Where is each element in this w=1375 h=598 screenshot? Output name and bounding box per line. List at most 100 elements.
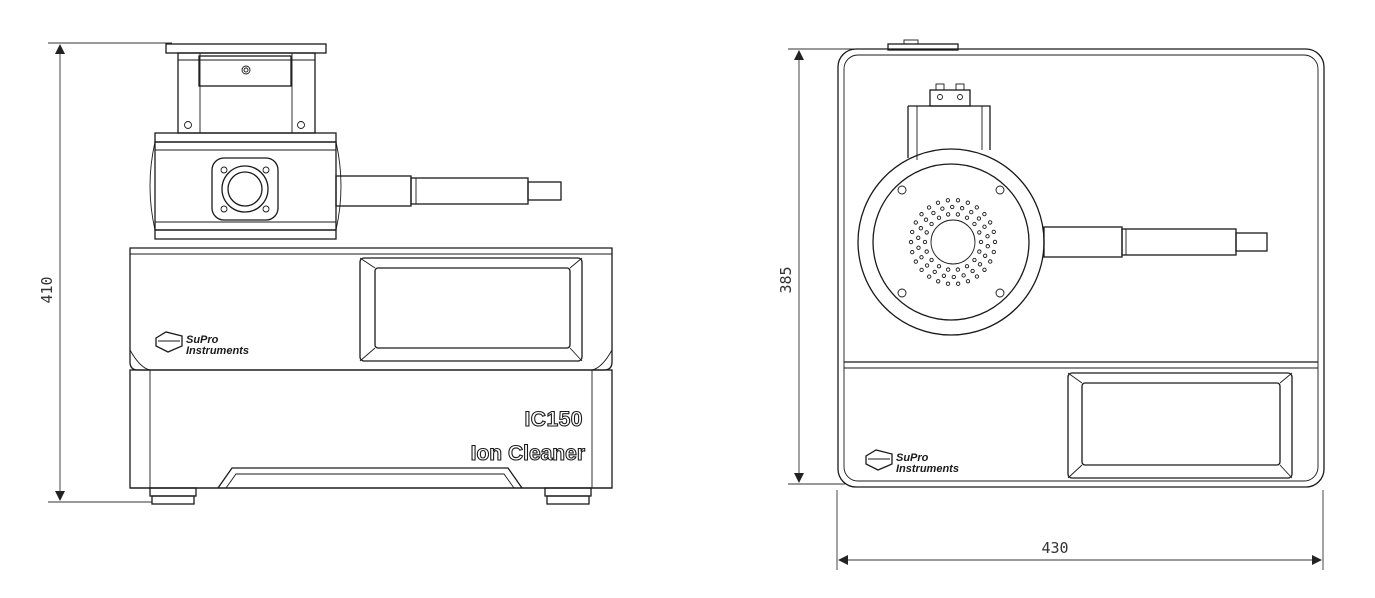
perforation-hole (983, 253, 988, 258)
width-dimension-label: 430 (1041, 539, 1068, 557)
perforation-hole (924, 263, 930, 268)
foot-left (149, 487, 197, 497)
perforation-hole (918, 226, 923, 231)
perforation-hole (950, 204, 955, 210)
front-view: 410 (38, 42, 613, 505)
perforation-hole (935, 200, 941, 205)
top-rod-extension (1121, 228, 1237, 256)
viewport-flange (211, 157, 279, 221)
perforation-hole (959, 206, 965, 211)
front-brand-logo: SuPro Instruments (155, 331, 249, 357)
perforation-hole (955, 212, 961, 217)
perforation-hole (945, 212, 951, 217)
perforation-hole (931, 210, 936, 216)
depth-dimension-label: 385 (777, 266, 795, 293)
top-brand-logo-icon (865, 449, 893, 471)
perforation-hole (929, 257, 934, 263)
front-brand-line2: Instruments (186, 345, 249, 357)
perforation-hole (908, 239, 914, 245)
perforation-hole (972, 257, 977, 263)
perforation-hole (964, 215, 970, 220)
rod-tip (527, 181, 562, 201)
perforation-hole (964, 264, 970, 269)
perforation-hole (945, 281, 951, 286)
perforation-hole (916, 245, 921, 250)
perforation-hole (924, 249, 929, 254)
perforation-hole (992, 239, 998, 245)
top-rod-tip (1235, 232, 1268, 252)
perforation-hole (923, 217, 929, 222)
perforation-hole (945, 267, 951, 272)
perforation-hole (988, 259, 993, 264)
perforation-hole (982, 267, 987, 272)
top-tab (887, 43, 959, 51)
perforation-hole (976, 216, 982, 221)
front-handle (217, 467, 523, 489)
foot-right (544, 487, 592, 497)
front-display-screen (374, 267, 571, 349)
perforation-ring (908, 198, 998, 286)
perforation-hole (951, 274, 956, 280)
perforation-hole (985, 234, 990, 239)
perforation-hole (910, 249, 915, 255)
perforation-hole (985, 244, 990, 249)
top-brand-line1: SuPro (896, 452, 929, 464)
perforation-hole (969, 209, 974, 215)
brand-logo-icon (155, 331, 183, 353)
perforation-hole (910, 229, 915, 235)
perforation-hole (955, 281, 961, 286)
perforation-hole (913, 259, 918, 264)
perforation-hole (988, 220, 993, 225)
product-name-label: Ion Cleaner (471, 442, 585, 465)
foot-left-pad (151, 495, 195, 505)
top-connector (929, 89, 971, 107)
top-view: 385 430 (777, 39, 1325, 570)
perforation-hole (919, 255, 924, 260)
perforation-hole (924, 230, 929, 235)
top-side-rod (1043, 226, 1123, 258)
height-dimension-label: 410 (38, 276, 56, 303)
perforation-hole (916, 235, 921, 240)
upper-window (198, 55, 292, 87)
perforation-hole (919, 267, 924, 273)
perforation-hole (977, 249, 982, 254)
chamber (154, 141, 337, 231)
chamber-lid-inner (872, 163, 1030, 321)
top-brand-line2: Instruments (896, 463, 959, 475)
perforation-hole (922, 239, 928, 245)
rod-extension (410, 177, 529, 205)
perforation-hole (961, 273, 966, 278)
perforation-hole (913, 220, 918, 225)
foot-right-pad (546, 495, 590, 505)
width-dimension: 430 (836, 490, 1324, 570)
perforation-hole (977, 230, 982, 235)
top-brand-logo: SuPro Instruments (865, 449, 959, 475)
perforation-hole (965, 279, 971, 284)
front-display-frame (359, 257, 583, 362)
perforation-hole (965, 200, 970, 205)
perforation-hole (955, 267, 961, 272)
perforation-hole (991, 249, 996, 255)
perforation-hole (955, 198, 961, 203)
lower-collar (154, 229, 337, 240)
perforation-hole (974, 274, 980, 279)
perforation-hole (945, 198, 951, 203)
top-display-screen (1081, 382, 1281, 466)
perforation-hole (941, 273, 947, 278)
perforation-hole (982, 224, 987, 229)
collar (154, 132, 337, 143)
perforation-hole (936, 264, 942, 269)
chamber-housing (908, 105, 991, 150)
perforation-hole (991, 229, 996, 235)
perforation-hole (919, 212, 924, 217)
perforation-hole (982, 211, 987, 217)
perforation-hole (927, 274, 932, 279)
front-brand-line1: SuPro (186, 334, 219, 346)
perforation-hole (926, 205, 932, 210)
perforation-hole (974, 205, 979, 210)
chamber-lid-outer (857, 148, 1045, 336)
top-plate (165, 43, 327, 54)
top-body-outline (837, 48, 1325, 488)
perforation-hole (977, 262, 983, 267)
